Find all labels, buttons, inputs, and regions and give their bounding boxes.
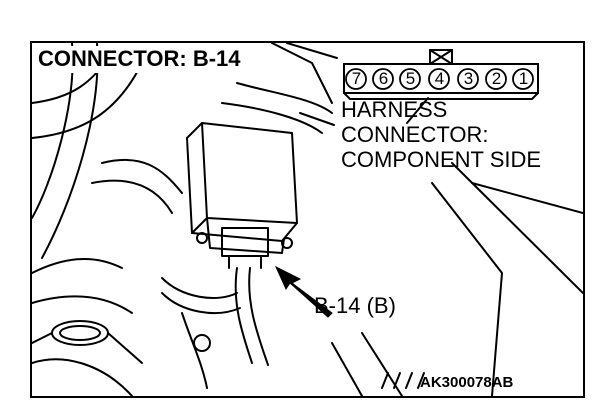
view-line-harness: HARNESS — [341, 97, 448, 122]
pin-circle — [372, 68, 394, 90]
pin-label: 7 — [351, 69, 362, 88]
pin-label: 4 — [434, 69, 445, 88]
pin-circle — [485, 68, 507, 90]
pin-label: 5 — [405, 69, 416, 88]
pin-label: 6 — [378, 69, 389, 88]
pin-circle — [457, 68, 479, 90]
pin-circle — [512, 68, 534, 90]
pin-label: 2 — [491, 69, 502, 88]
component-illustration — [32, 43, 583, 396]
pin-label: 1 — [518, 69, 529, 88]
connector-callout: B-14 (B) — [314, 293, 396, 318]
pin-circle — [399, 68, 421, 90]
pin-label: 3 — [463, 69, 474, 88]
view-line-connector: CONNECTOR: — [341, 122, 489, 147]
connector-view-label: HARNESS CONNECTOR: COMPONENT SIDE — [341, 97, 541, 172]
view-line-component-side: COMPONENT SIDE — [341, 147, 542, 172]
diagram-frame: CONNECTOR: B-14 7 6 5 4 3 2 1 HARNESS CO… — [30, 41, 585, 398]
pin-circle — [345, 68, 367, 90]
figure-id: AK300078AB — [420, 374, 514, 391]
pin-circle — [428, 68, 450, 90]
connector-title: CONNECTOR: B-14 — [38, 46, 245, 73]
